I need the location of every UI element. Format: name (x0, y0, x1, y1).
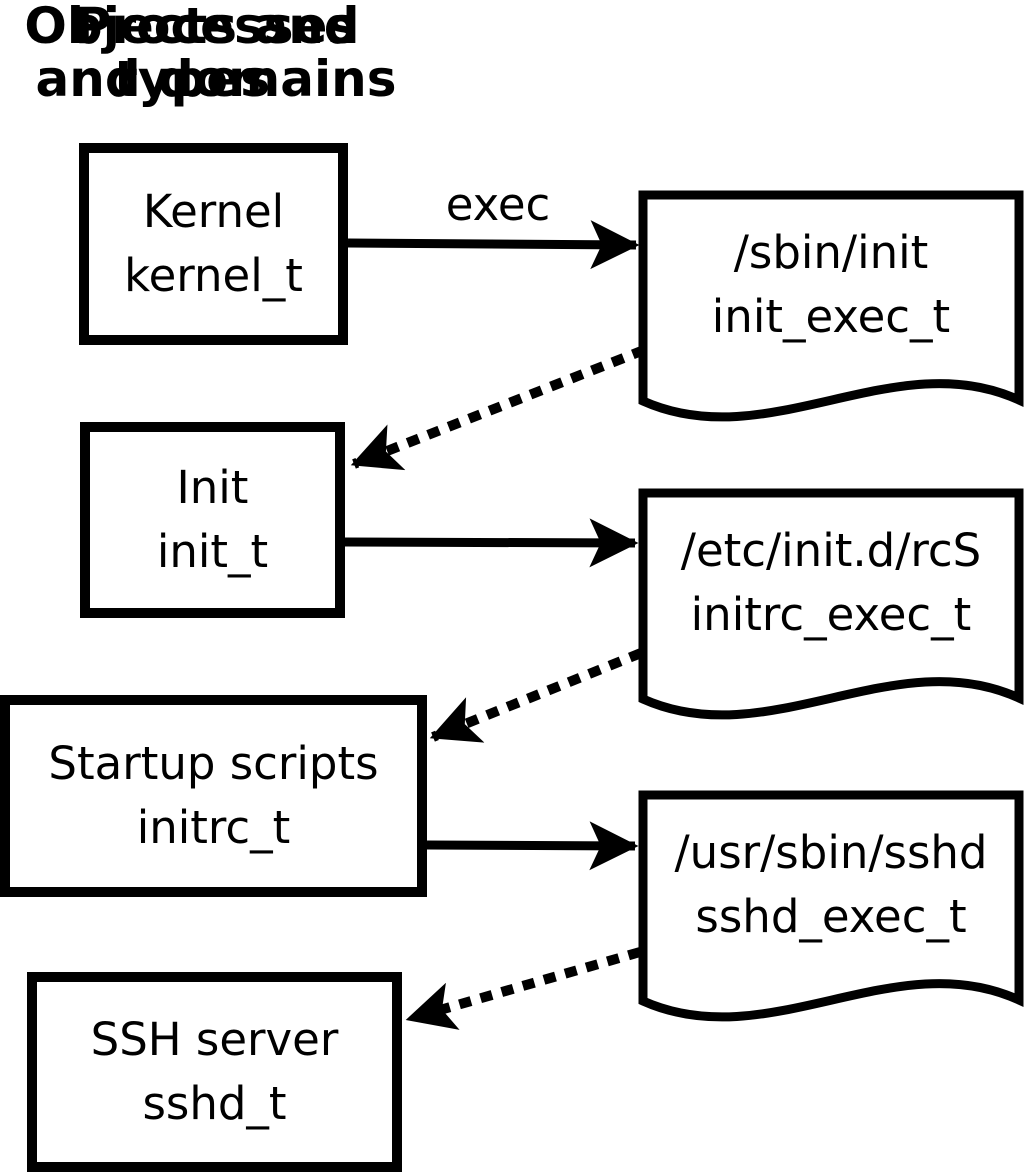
object-type: sshd_exec_t (695, 890, 967, 943)
process-name: Kernel (142, 185, 285, 238)
document-shape-usr-sbin-sshd (638, 790, 1024, 1022)
solid-arrow-kernel-to-init-exec (347, 220, 640, 270)
process-name: SSH server (90, 1013, 339, 1066)
dotted-arrow-init-exec-to-init (350, 345, 646, 471)
object-type: initrc_exec_t (690, 588, 972, 641)
right-column-header-line2: types (114, 50, 270, 108)
process-name: Startup scripts (48, 737, 379, 790)
document-shape-sbin-init (638, 190, 1024, 422)
object-label-usr-sbin-sshd: /usr/sbin/sshd sshd_exec_t (643, 795, 1019, 975)
process-box-kernel: Kernel kernel_t (79, 143, 348, 345)
left-column-header-line1: Processes (74, 0, 358, 55)
right-column-header: Objects and types (0, 0, 384, 106)
object-path: /sbin/init (733, 226, 929, 279)
left-column-header: Processes and domains (0, 0, 432, 106)
domain-type: sshd_t (142, 1077, 287, 1130)
process-box-startup-scripts: Startup scripts initrc_t (0, 695, 427, 897)
object-type: init_exec_t (711, 290, 951, 343)
process-box-init: Init init_t (80, 422, 345, 618)
left-column-header-line2: and domains (35, 50, 397, 108)
dotted-arrow-initrc-exec-to-initrc (429, 648, 643, 743)
object-label-sbin-init: /sbin/init init_exec_t (643, 195, 1019, 375)
document-shape-etc-initd-rcs (638, 488, 1024, 720)
solid-arrow-init-to-initrc-exec (344, 518, 639, 568)
solid-arrow-initrc-to-sshd-exec (426, 821, 639, 871)
right-column-header-line1: Objects and (24, 0, 360, 55)
process-box-ssh-server: SSH server sshd_t (27, 972, 402, 1172)
domain-type: initrc_t (136, 801, 291, 854)
dotted-arrow-sshd-exec-to-sshd (405, 947, 642, 1030)
domain-type: init_t (156, 525, 269, 578)
object-path: /usr/sbin/sshd (674, 826, 988, 879)
domain-type: kernel_t (124, 249, 303, 302)
process-name: Init (176, 461, 249, 514)
object-path: /etc/init.d/rcS (680, 524, 982, 577)
exec-edge-label: exec (445, 178, 551, 231)
object-label-etc-initd-rcs: /etc/init.d/rcS initrc_exec_t (643, 493, 1019, 673)
